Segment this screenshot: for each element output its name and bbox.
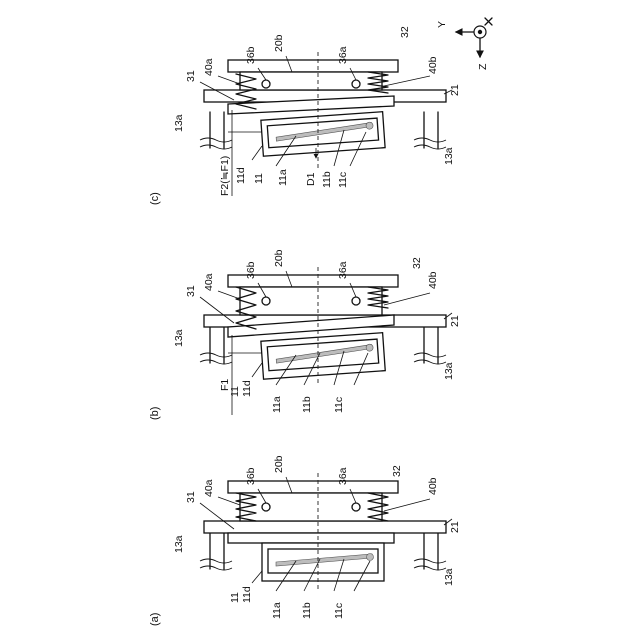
y-axis-label: Y xyxy=(436,21,448,28)
ball-36b xyxy=(262,80,270,88)
label-21: 21 xyxy=(449,521,461,533)
label-11a: 11a xyxy=(271,602,283,619)
label-11c: 11c xyxy=(337,172,349,188)
label-21: 21 xyxy=(449,315,461,327)
label-20b: 20b xyxy=(273,34,285,52)
component-11-group xyxy=(261,112,385,156)
label-40b: 40b xyxy=(427,56,439,74)
label-36a: 36a xyxy=(337,467,349,485)
label-32: 32 xyxy=(391,465,403,477)
label-36a: 36a xyxy=(337,46,349,64)
label-11c: 11c xyxy=(333,603,345,619)
label-31: 31 xyxy=(185,491,197,503)
label-36b: 36b xyxy=(245,261,257,279)
label-distance: D1 xyxy=(305,172,317,186)
x-axis-dot-icon xyxy=(478,30,482,34)
label-40b: 40b xyxy=(427,271,439,289)
label-20b: 20b xyxy=(273,455,285,473)
element-20b xyxy=(240,72,382,90)
label-32: 32 xyxy=(411,257,423,269)
panel-caption: (b) xyxy=(149,407,161,420)
label-40a: 40a xyxy=(203,58,215,76)
label-11d: 11d xyxy=(241,380,253,397)
label-11d: 11d xyxy=(235,167,247,184)
x-axis-cross-icon xyxy=(485,18,492,25)
holder-31 xyxy=(228,533,394,543)
label-40b: 40b xyxy=(427,477,439,495)
ball-36a xyxy=(352,503,360,511)
label-11b: 11b xyxy=(301,602,313,619)
label-21: 21 xyxy=(449,84,461,96)
label-32: 32 xyxy=(399,26,411,38)
ball-36a xyxy=(352,297,360,305)
label-13a: 13a xyxy=(173,114,185,132)
label-11: 11 xyxy=(229,592,241,603)
label-36b: 36b xyxy=(245,46,257,64)
element-20b xyxy=(240,493,382,521)
label-13a: 13a xyxy=(173,535,185,553)
label-11b: 11b xyxy=(301,396,313,413)
panel-caption: (c) xyxy=(149,192,161,205)
component-11c xyxy=(366,344,373,351)
label-36b: 36b xyxy=(245,467,257,485)
label-11d: 11d xyxy=(241,586,253,603)
z-axis-label: Z xyxy=(477,63,489,70)
label-40a: 40a xyxy=(203,273,215,291)
label-13a: 13a xyxy=(173,329,185,347)
ball-36b xyxy=(262,297,270,305)
ball-36a xyxy=(352,80,360,88)
frame-21 xyxy=(204,521,446,533)
element-20b xyxy=(240,287,382,315)
break-mark xyxy=(200,559,232,570)
component-11c xyxy=(367,554,374,561)
panel-caption: (a) xyxy=(149,613,161,626)
ball-36b xyxy=(262,503,270,511)
label-20b: 20b xyxy=(273,249,285,267)
label-11a: 11a xyxy=(277,169,289,186)
label-11a: 11a xyxy=(271,396,283,413)
label-13a-bottom: 13a xyxy=(443,362,455,380)
label-force: F2(≒F1) xyxy=(219,156,231,196)
axes-symbol: Y Z xyxy=(436,18,492,70)
label-11b: 11b xyxy=(321,171,333,188)
panel-b: (b) 13a 31 40a 36b 20b 36a 32 40b 21 13a… xyxy=(149,249,461,420)
label-11c: 11c xyxy=(333,397,345,413)
label-13a-bottom: 13a xyxy=(443,147,455,165)
panel-a: (a) 13a 31 40a 36b 20b 36a 32 40b 21 13a… xyxy=(149,455,461,626)
label-11: 11 xyxy=(253,173,265,184)
panel-c: (c) 13a 31 40a 36b 20b 36a 32 40b 21 13a… xyxy=(149,26,461,205)
label-force: F1 xyxy=(219,379,231,391)
label-31: 31 xyxy=(185,285,197,297)
label-31: 31 xyxy=(185,70,197,82)
component-11c xyxy=(366,122,373,129)
label-13a-bottom: 13a xyxy=(443,568,455,586)
label-40a: 40a xyxy=(203,479,215,497)
label-36a: 36a xyxy=(337,261,349,279)
